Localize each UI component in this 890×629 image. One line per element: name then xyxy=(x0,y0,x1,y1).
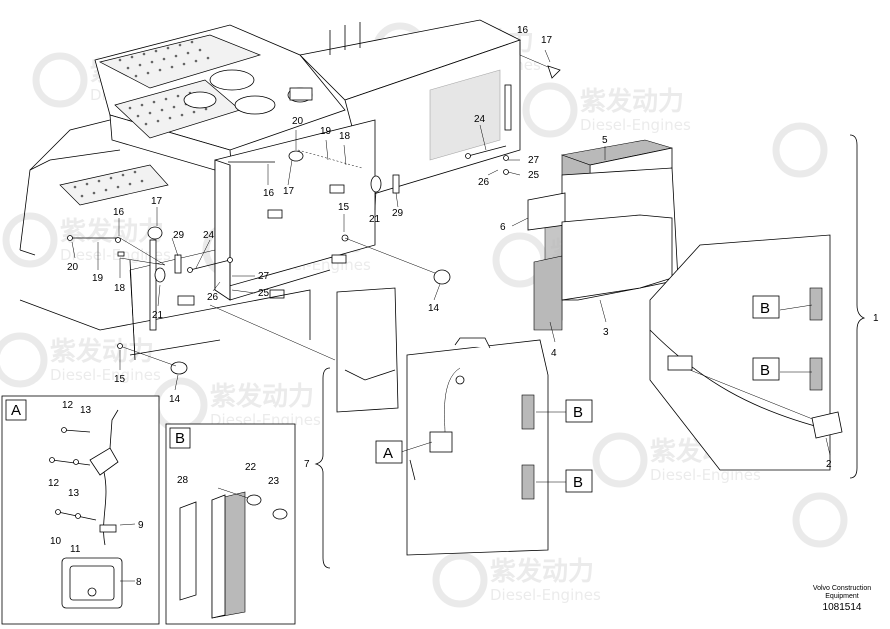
ref-b-3: B xyxy=(573,404,583,421)
callout-20: 20 xyxy=(67,262,79,273)
insulation-panels xyxy=(336,139,843,556)
ref-a: A xyxy=(383,445,393,462)
callout-25: 25 xyxy=(528,170,540,181)
ref-b-4: B xyxy=(573,474,583,491)
callout-2: 2 xyxy=(826,459,832,470)
callout-26: 26 xyxy=(478,177,490,188)
callout-6: 6 xyxy=(500,222,506,233)
callout-29: 29 xyxy=(392,208,404,219)
callout-16: 16 xyxy=(517,25,529,36)
group-brackets xyxy=(314,134,866,569)
watermark-brand-en: Diesel-Engines xyxy=(650,466,761,484)
callout-27: 27 xyxy=(528,155,540,166)
callout-26: 26 xyxy=(207,292,219,303)
watermark-brand-en: Diesel-Engines xyxy=(490,586,601,604)
callout-17: 17 xyxy=(151,196,163,207)
callout-17: 17 xyxy=(283,186,295,197)
callout-27: 27 xyxy=(258,271,270,282)
callout-8: 8 xyxy=(136,577,142,588)
callout-9: 9 xyxy=(138,520,144,531)
callout-23: 23 xyxy=(268,476,280,487)
callout-18: 18 xyxy=(114,283,126,294)
frame-hardware xyxy=(67,54,561,375)
document-number: 1081514 xyxy=(823,602,862,613)
callout-13: 13 xyxy=(80,405,92,416)
footer-line-2: Equipment xyxy=(825,593,859,600)
callout-15: 15 xyxy=(338,202,350,213)
callout-14: 14 xyxy=(169,394,181,405)
watermark-brand-cn: 紫发动力 xyxy=(210,381,314,412)
callout-24: 24 xyxy=(474,114,486,125)
watermark-brand-cn: 紫发动力 xyxy=(580,86,684,117)
callout-15: 15 xyxy=(114,374,126,385)
callout-1: 1 xyxy=(873,313,879,324)
callout-28: 28 xyxy=(177,475,189,486)
callout-19: 19 xyxy=(320,126,332,137)
callout-13: 13 xyxy=(68,488,80,499)
callout-14: 14 xyxy=(428,303,440,314)
ref-b-1: B xyxy=(760,300,770,317)
watermark-brand-en: Diesel-Engines xyxy=(60,246,171,264)
callout-18: 18 xyxy=(339,131,351,142)
callout-16: 16 xyxy=(263,188,275,199)
callout-25: 25 xyxy=(258,288,270,299)
callout-11: 11 xyxy=(70,544,81,555)
callout-3: 3 xyxy=(603,327,609,338)
callout-4: 4 xyxy=(551,348,557,359)
callout-10: 10 xyxy=(50,536,62,547)
watermark-brand-en: Diesel-Engines xyxy=(50,366,161,384)
watermark-brand-en: Diesel-Engines xyxy=(580,116,691,134)
callout-19: 19 xyxy=(92,273,104,284)
ref-b-2: B xyxy=(760,362,770,379)
detail-view-b: B xyxy=(165,423,296,625)
callout-21: 21 xyxy=(369,214,381,225)
callout-29: 29 xyxy=(173,230,185,241)
watermark-brand-cn: 紫发动力 xyxy=(490,556,594,587)
watermark-brand-cn: 紫发动力 xyxy=(50,336,154,367)
callout-24: 24 xyxy=(203,230,215,241)
machine-frame xyxy=(19,19,522,361)
detail-view-a: A xyxy=(1,395,160,625)
reference-markers: B B B B A xyxy=(375,295,780,493)
callout-labels: 16 17 20 19 18 16 17 21 29 15 14 24 27 2… xyxy=(48,25,879,588)
leader-lines xyxy=(71,42,831,483)
callout-12: 12 xyxy=(48,478,60,489)
callout-17: 17 xyxy=(541,35,553,46)
footer-line-1: Volvo Construction xyxy=(813,585,871,592)
footer: Volvo Construction Equipment 1081514 xyxy=(813,585,871,613)
callout-5: 5 xyxy=(602,135,608,146)
detail-b-title: B xyxy=(175,430,185,447)
callout-22: 22 xyxy=(245,462,257,473)
callout-21: 21 xyxy=(152,310,164,321)
detail-a-title: A xyxy=(11,402,21,419)
callout-12: 12 xyxy=(62,400,74,411)
callout-7: 7 xyxy=(304,459,310,470)
watermark-brand-cn: 紫发动力 xyxy=(60,216,164,247)
callout-20: 20 xyxy=(292,116,304,127)
callout-16: 16 xyxy=(113,207,125,218)
